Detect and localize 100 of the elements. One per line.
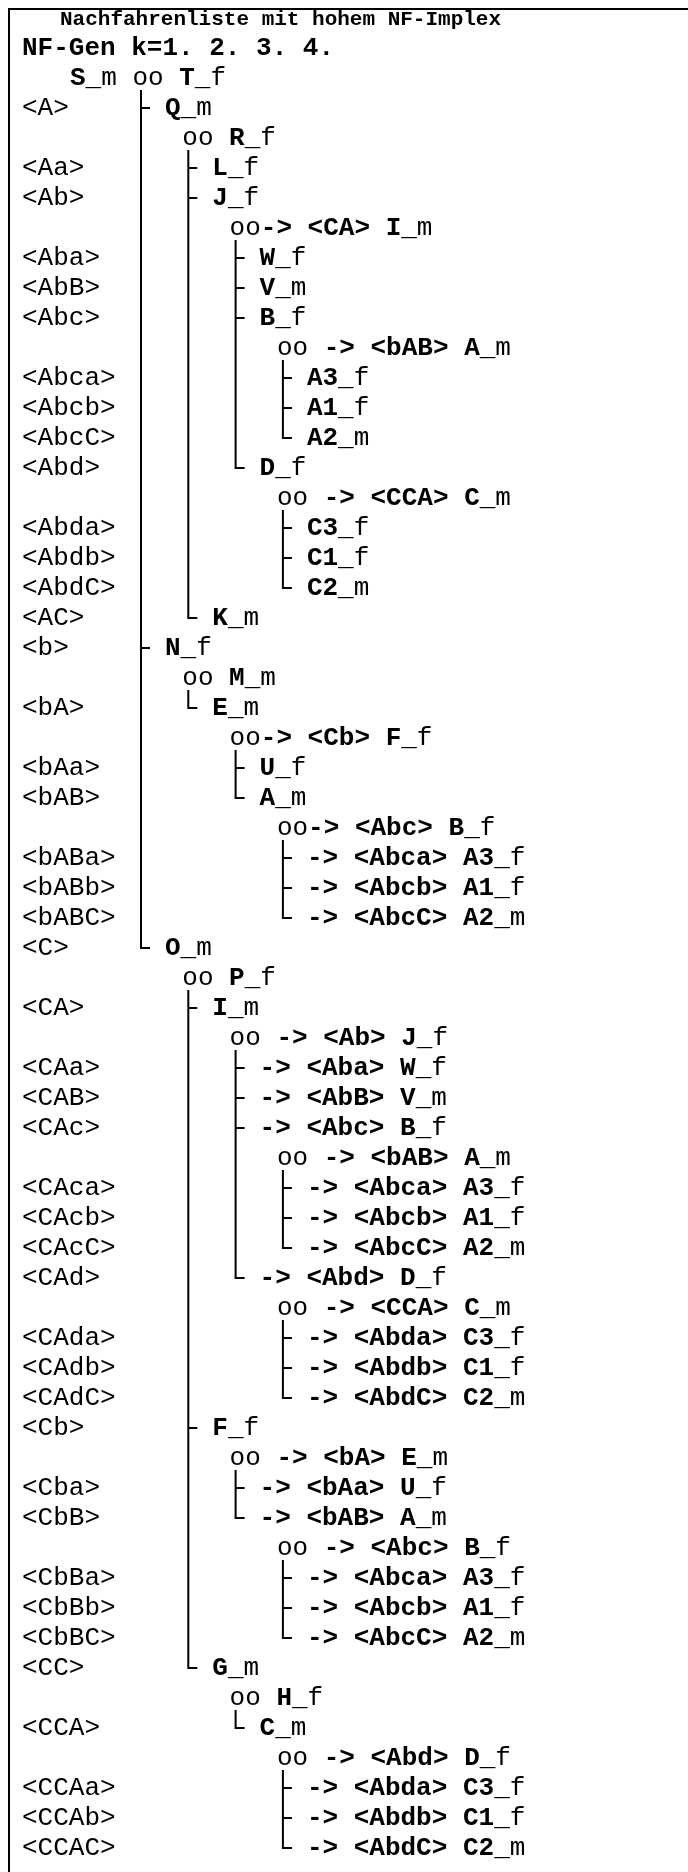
generation-number: <CbBb> <box>22 1593 116 1623</box>
generation-number: <bAB> <box>22 783 100 813</box>
person-entry: -> <Abc> B_f <box>259 1113 447 1143</box>
person-entry: N_f <box>165 633 212 663</box>
person-entry: C_m <box>259 1713 307 1743</box>
generation-number: <Cba> <box>22 1473 100 1503</box>
person-entry: O_m <box>165 933 212 963</box>
generation-number: <bABC> <box>22 903 116 933</box>
person-entry: F_f <box>212 1413 260 1443</box>
generation-number: <Abc> <box>22 303 100 333</box>
spouse-entry: oo -> <bAB> A_m <box>276 333 511 363</box>
generation-number: <Abcb> <box>22 393 116 423</box>
generation-number: <CbBC> <box>22 1623 116 1653</box>
generation-header: NF-Gen k=1. 2. 3. 4. <box>22 33 335 63</box>
generation-number: <Abda> <box>22 513 116 543</box>
person-entry: E_m <box>212 693 260 723</box>
person-entry: J_f <box>212 183 260 213</box>
person-entry: -> <AbdC> C2_m <box>306 1833 526 1863</box>
generation-number: <CAda> <box>22 1323 116 1353</box>
generation-number: <bABb> <box>22 873 116 903</box>
person-entry: V_m <box>259 273 307 303</box>
person-entry: -> <Abca> A3_f <box>306 843 526 873</box>
person-entry: -> <Abdb> C1_f <box>306 1353 526 1383</box>
generation-number: <bABa> <box>22 843 116 873</box>
person-entry: -> <AbcC> A2_m <box>306 1233 526 1263</box>
person-entry: -> <Aba> W_f <box>259 1053 447 1083</box>
generation-number: <Aa> <box>22 153 85 183</box>
person-entry: D_f <box>259 453 307 483</box>
title: Nachfahrenliste mit hohem NF-Implex <box>60 7 502 33</box>
spouse-entry: oo P_f <box>182 963 276 993</box>
spouse-entry: oo -> <Abd> D_f <box>276 1743 511 1773</box>
person-entry: -> <AbcC> A2_m <box>306 1623 526 1653</box>
spouse-entry: oo -> <bAB> A_m <box>276 1143 511 1173</box>
generation-number: <A> <box>22 93 69 123</box>
person-entry: -> <AbcC> A2_m <box>306 903 526 933</box>
generation-number: <C> <box>22 933 69 963</box>
generation-number: <Ab> <box>22 183 85 213</box>
generation-number: <Cb> <box>22 1413 85 1443</box>
person-entry: A2_m <box>306 423 370 453</box>
generation-number: <AbcC> <box>22 423 116 453</box>
person-entry: -> <Abda> C3_f <box>306 1323 526 1353</box>
generation-number: <CAa> <box>22 1053 100 1083</box>
person-entry: S_m oo T_f <box>70 63 227 93</box>
spouse-entry: oo -> <CCA> C_m <box>276 1293 511 1323</box>
generation-number: <CAdb> <box>22 1353 116 1383</box>
spouse-entry: oo -> <bA> E_m <box>229 1443 449 1473</box>
generation-number: <CAd> <box>22 1263 100 1293</box>
generation-number: <CCAb> <box>22 1803 116 1833</box>
generation-number: <b> <box>22 633 69 663</box>
generation-number: <bA> <box>22 693 85 723</box>
person-entry: W_f <box>259 243 307 273</box>
generation-number: <CCAC> <box>22 1833 116 1863</box>
generation-number: <Abd> <box>22 453 100 483</box>
spouse-entry: oo-> <Cb> F_f <box>229 723 433 753</box>
person-entry: K_m <box>212 603 260 633</box>
person-entry: -> <bAa> U_f <box>259 1473 447 1503</box>
generation-number: <CAc> <box>22 1113 100 1143</box>
spouse-entry: oo R_f <box>182 123 276 153</box>
person-entry: C3_f <box>306 513 370 543</box>
person-entry: B_f <box>259 303 307 333</box>
spouse-entry: oo -> <CCA> C_m <box>276 483 511 513</box>
person-entry: -> <Abda> C3_f <box>306 1773 526 1803</box>
person-entry: A3_f <box>306 363 370 393</box>
spouse-entry: oo -> <Abc> B_f <box>276 1533 511 1563</box>
person-entry: -> <Abcb> A1_f <box>306 1593 526 1623</box>
person-entry: -> <Abdb> C1_f <box>306 1803 526 1833</box>
person-entry: A_m <box>259 783 307 813</box>
person-entry: Q_m <box>165 93 212 123</box>
person-entry: -> <Abca> A3_f <box>306 1563 526 1593</box>
generation-number: <CbBa> <box>22 1563 116 1593</box>
spouse-entry: oo-> <CA> I_m <box>229 213 433 243</box>
person-entry: G_m <box>212 1653 260 1683</box>
generation-number: <bAa> <box>22 753 100 783</box>
generation-number: <AC> <box>22 603 85 633</box>
person-entry: -> <Abcb> A1_f <box>306 1203 526 1233</box>
generation-number: <Abdb> <box>22 543 116 573</box>
generation-number: <CAcb> <box>22 1203 116 1233</box>
generation-number: <CAcC> <box>22 1233 116 1263</box>
person-entry: I_m <box>212 993 260 1023</box>
generation-number: <Aba> <box>22 243 100 273</box>
spouse-entry: oo M_m <box>182 663 276 693</box>
person-entry: C2_m <box>306 573 370 603</box>
generation-number: <CAB> <box>22 1083 100 1113</box>
person-entry: -> <AbB> V_m <box>259 1083 447 1113</box>
generation-number: <CCAa> <box>22 1773 116 1803</box>
spouse-entry: oo -> <Ab> J_f <box>229 1023 449 1053</box>
generation-number: <CAdC> <box>22 1383 116 1413</box>
person-entry: -> <bAB> A_m <box>259 1503 447 1533</box>
generation-number: <Abca> <box>22 363 116 393</box>
generation-number: <CA> <box>22 993 85 1023</box>
person-entry: U_f <box>259 753 307 783</box>
spouse-entry: oo H_f <box>229 1683 324 1713</box>
person-entry: -> <AbdC> C2_m <box>306 1383 526 1413</box>
spouse-entry: oo-> <Abc> B_f <box>276 813 496 843</box>
generation-number: <CbB> <box>22 1503 100 1533</box>
person-entry: -> <Abca> A3_f <box>306 1173 526 1203</box>
generation-number: <AbB> <box>22 273 100 303</box>
person-entry: L_f <box>212 153 260 183</box>
person-entry: C1_f <box>306 543 370 573</box>
generation-number: <AbdC> <box>22 573 116 603</box>
